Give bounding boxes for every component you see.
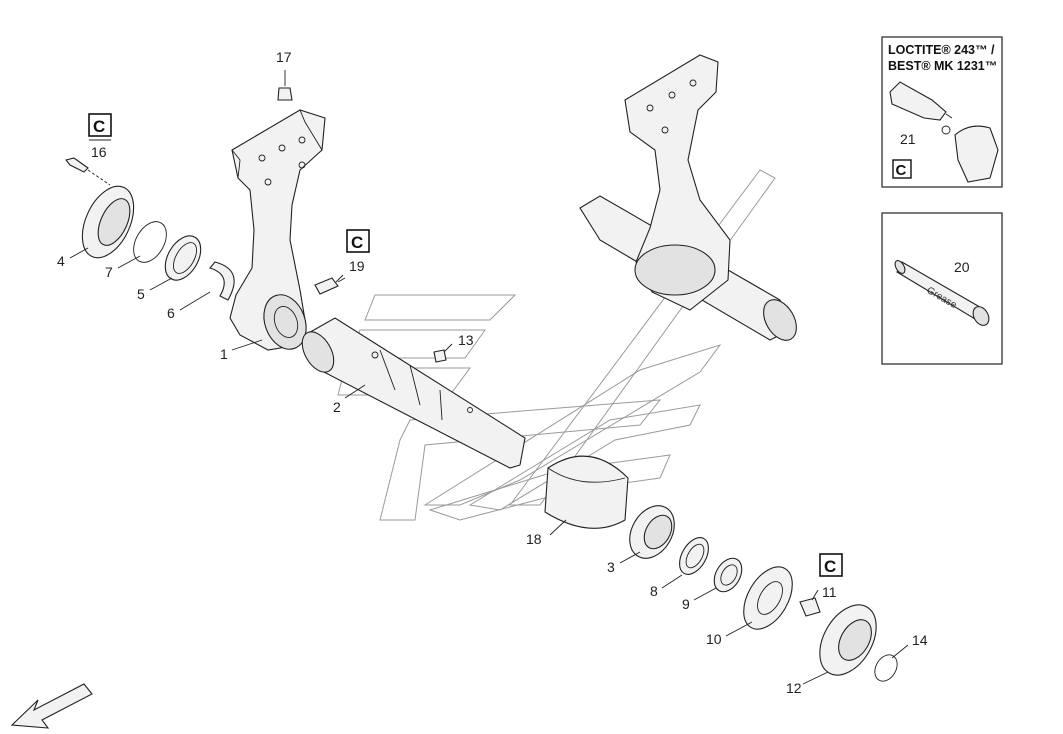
part-3-bearing bbox=[629, 505, 675, 559]
label-19: 19 bbox=[349, 258, 365, 274]
part-17-grease-nipple bbox=[277, 70, 293, 101]
label-18: 18 bbox=[526, 531, 542, 547]
label-1: 1 bbox=[220, 346, 228, 362]
c-callout-16: C bbox=[88, 113, 112, 137]
loctite-title-line2: BEST® MK 1231™ bbox=[888, 59, 997, 73]
svg-text:C: C bbox=[93, 117, 105, 136]
label-4: 4 bbox=[57, 253, 65, 269]
label-8: 8 bbox=[650, 583, 658, 599]
part-19-bolt bbox=[314, 277, 346, 295]
part-11-screw bbox=[799, 597, 821, 617]
part-6-half-ring bbox=[209, 261, 235, 301]
label-6: 6 bbox=[167, 305, 175, 321]
part-18-half-bushing bbox=[544, 455, 629, 529]
label-10: 10 bbox=[706, 631, 722, 647]
part-2-shaft bbox=[301, 317, 526, 469]
part-4-seal-housing bbox=[81, 185, 135, 259]
svg-text:C: C bbox=[351, 233, 363, 252]
loctite-title-line1: LOCTITE® 243™ / bbox=[888, 43, 995, 57]
label-11: 11 bbox=[822, 584, 837, 600]
label-16: 16 bbox=[91, 144, 107, 160]
part-9-lock-nut bbox=[713, 557, 743, 593]
label-7: 7 bbox=[105, 264, 113, 280]
part-number-labels: 1 2 3 4 5 6 7 8 9 10 11 12 13 14 16 17 1… bbox=[57, 49, 928, 696]
loctite-badge: C bbox=[896, 162, 907, 179]
c-callout-19: C bbox=[346, 229, 370, 253]
loctite-part-21: 21 bbox=[900, 131, 916, 147]
part-10-flange bbox=[743, 566, 793, 630]
svg-text:C: C bbox=[824, 557, 836, 576]
part-13-plug bbox=[433, 349, 447, 363]
part-7-ring bbox=[133, 221, 167, 263]
grease-part-20: 20 bbox=[954, 259, 970, 275]
label-13: 13 bbox=[458, 332, 474, 348]
grease-panel: 20 Grease bbox=[881, 212, 1003, 365]
loctite-panel: LOCTITE® 243™ / BEST® MK 1231™ 21 C bbox=[881, 36, 1003, 188]
label-17: 17 bbox=[276, 49, 292, 65]
label-5: 5 bbox=[137, 286, 145, 302]
part-5-seal bbox=[164, 235, 202, 281]
part-1-pivot-arm bbox=[229, 109, 326, 351]
part-8-ring bbox=[679, 537, 709, 575]
part-16-screw bbox=[65, 157, 111, 186]
part-12-cap bbox=[819, 604, 877, 676]
assembled-arm-view bbox=[579, 54, 797, 341]
label-2: 2 bbox=[333, 399, 341, 415]
direction-arrow bbox=[10, 683, 93, 729]
c-callout-11: C bbox=[819, 553, 843, 577]
label-12: 12 bbox=[786, 680, 802, 696]
label-14: 14 bbox=[912, 632, 928, 648]
label-9: 9 bbox=[682, 596, 690, 612]
leader-lines bbox=[69, 247, 909, 685]
label-3: 3 bbox=[607, 559, 615, 575]
part-14-circlip bbox=[874, 654, 898, 682]
